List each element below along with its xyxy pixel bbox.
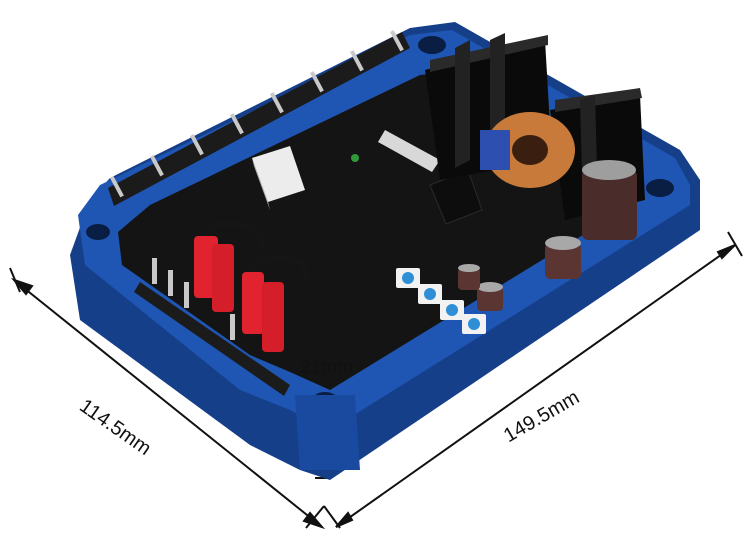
fuse bbox=[378, 130, 440, 172]
dimension-lines bbox=[9, 231, 743, 530]
pin-header-bottom bbox=[134, 258, 290, 396]
front-mounting-tab bbox=[295, 395, 360, 470]
white-connector bbox=[252, 146, 305, 210]
height-dimension-label: 21mm bbox=[300, 357, 353, 378]
electrolytic-capacitor bbox=[582, 160, 637, 240]
small-capacitors bbox=[458, 236, 581, 311]
film-capacitor bbox=[480, 130, 510, 170]
status-led bbox=[351, 154, 359, 162]
jumper-wires bbox=[194, 220, 310, 352]
trim-potentiometers bbox=[396, 268, 486, 334]
pin-header-top bbox=[108, 30, 410, 206]
